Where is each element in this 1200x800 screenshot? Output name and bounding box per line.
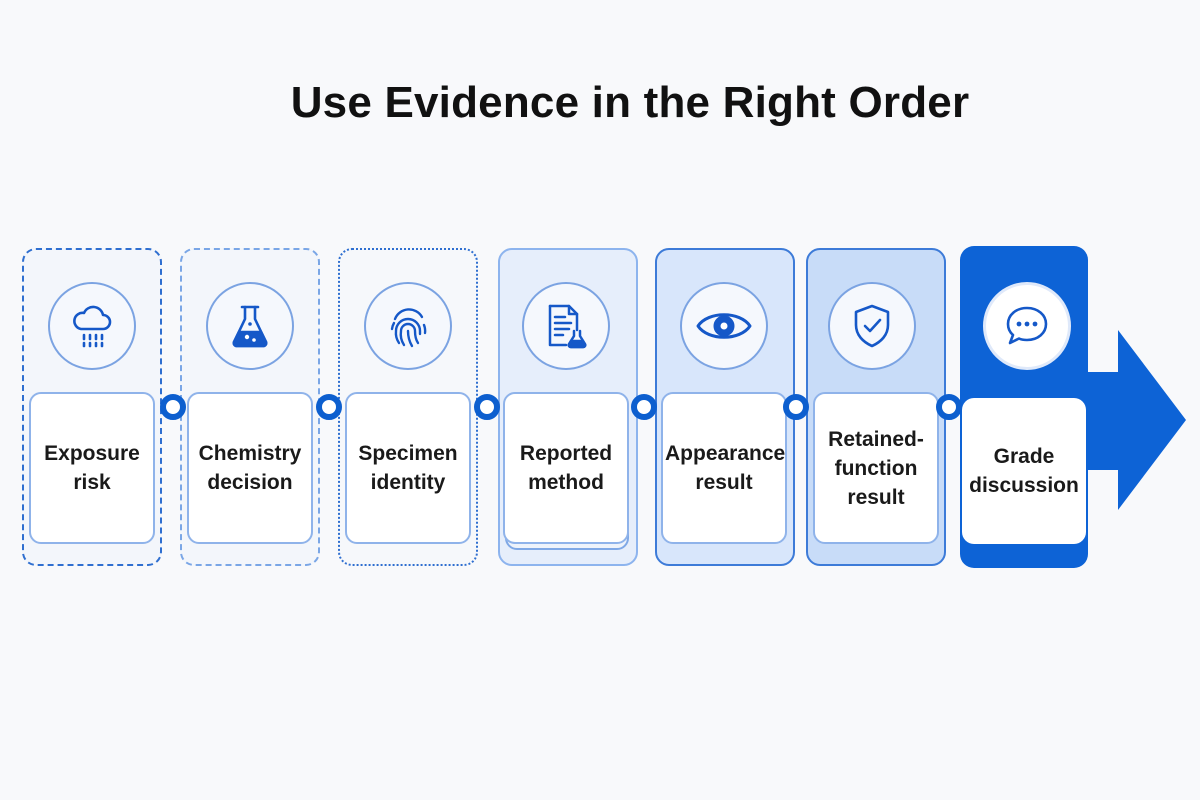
step-card-retained-function: Retained- function result — [813, 392, 939, 544]
icon-circle-retained-function — [828, 282, 916, 370]
page-title: Use Evidence in the Right Order — [290, 78, 970, 127]
step-card-specimen: Specimen identity — [345, 392, 471, 544]
eye-icon — [696, 313, 752, 339]
icon-circle-grade — [983, 282, 1071, 370]
connector-node — [936, 394, 962, 420]
step-label: Grade discussion — [969, 445, 1079, 497]
icon-circle-exposure — [48, 282, 136, 370]
arrow-head-icon — [1088, 330, 1186, 510]
step-card-grade: Grade discussion — [962, 398, 1086, 544]
shield-check-icon — [854, 304, 890, 348]
direction-arrow — [1088, 330, 1188, 510]
step-card-exposure: Exposure risk — [29, 392, 155, 544]
step-label: Appearance result — [665, 442, 786, 494]
step-label: Chemistry decision — [198, 442, 302, 494]
cloud-rain-icon — [73, 305, 112, 348]
document-flask-icon — [548, 304, 587, 349]
flask-icon — [232, 305, 268, 348]
connector-node — [316, 394, 342, 420]
step-label: Specimen identity — [358, 442, 458, 494]
connector-node — [474, 394, 500, 420]
step-label: Reported method — [519, 442, 613, 494]
icon-circle-method — [522, 282, 610, 370]
step-card-appearance: Appearance result — [661, 392, 787, 544]
icon-circle-specimen — [364, 282, 452, 370]
icon-circle-chemistry — [206, 282, 294, 370]
chat-bubble-icon — [1006, 306, 1048, 345]
step-label: Retained- function result — [828, 427, 924, 509]
icon-circle-appearance — [680, 282, 768, 370]
connector-node — [160, 394, 186, 420]
step-card-chemistry: Chemistry decision — [187, 392, 313, 544]
step-card-method: Reported method — [503, 392, 629, 544]
connector-node — [631, 394, 657, 420]
fingerprint-icon — [390, 308, 427, 348]
step-label: Exposure risk — [44, 442, 140, 494]
connector-node — [783, 394, 809, 420]
